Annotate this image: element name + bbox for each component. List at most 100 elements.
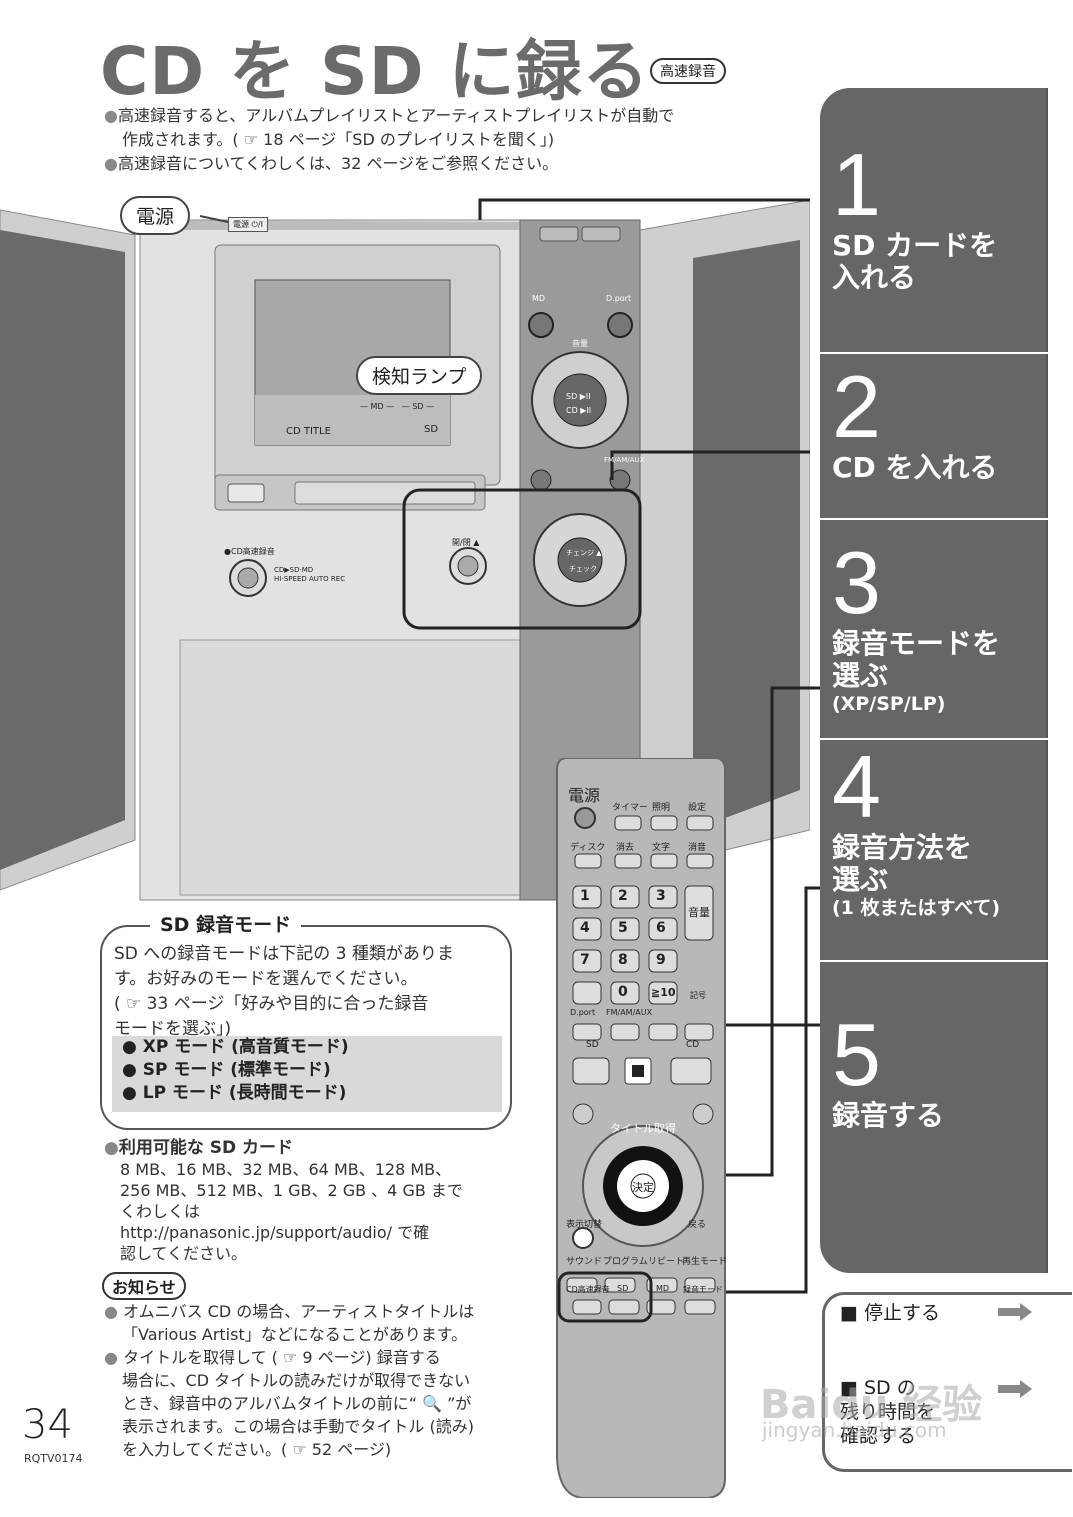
fm-button-label[interactable]: FM/AM/AUX <box>604 456 645 464</box>
note-line: 「Various Artist」などになることがあります。 <box>122 1325 468 1344</box>
display-cd-title: CD TITLE <box>286 426 331 437</box>
remote-sd-label: SD <box>586 1040 599 1050</box>
remote-cd-hs-label: CD高速録音 <box>566 1285 610 1294</box>
steps-side-bar <box>1046 88 1073 1273</box>
mode-text-line: SD への録音モードは下記の 3 種類がありま <box>114 944 454 964</box>
remote-key-1[interactable]: 1 <box>580 888 590 904</box>
md-button-label[interactable]: MD <box>532 294 546 303</box>
cards-line: 認してください。 <box>120 1244 248 1263</box>
remote-timer-label: タイマー <box>612 803 649 813</box>
available-sd-cards: ●利用可能な SD カード 8 MB、16 MB、32 MB、64 MB、128… <box>104 1138 514 1264</box>
sd-rec-mode-title: SD 録音モード <box>150 910 302 937</box>
remote-decide-button[interactable]: 決定 <box>632 1181 654 1194</box>
mode-text-line: す。お好みのモードを選んでください。 <box>114 969 418 989</box>
remote-key-5[interactable]: 5 <box>618 920 628 936</box>
watermark-url: jingyan.baidu.com <box>762 1418 947 1442</box>
remote-disc-label: ディスク <box>570 843 606 853</box>
step-separator <box>820 352 1073 354</box>
notice-badge: お知らせ <box>102 1272 186 1300</box>
high-speed-badge: 高速録音 <box>650 58 726 84</box>
step-5-number: 5 <box>832 1005 881 1104</box>
watermark: Baidu 经验 <box>760 1382 983 1428</box>
page-number: 34 <box>22 1402 73 1448</box>
sd-rec-mode-text: SD への録音モードは下記の 3 種類がありま す。お好みのモードを選んでくださ… <box>114 942 499 1042</box>
remote-key-7[interactable]: 7 <box>580 952 590 968</box>
remote-key-10plus[interactable]: ≧10 <box>651 986 676 999</box>
hs-rec-desc-1: CD▶SD·MD <box>274 566 314 574</box>
remote-key-4[interactable]: 4 <box>580 920 590 936</box>
step-2: 2 CD を入れる <box>820 362 1046 484</box>
sd-play-button[interactable]: SD ▶II <box>566 392 591 401</box>
remote-char-label: 文字 <box>652 843 671 853</box>
remote-display-switch-label: 表示切替 <box>566 1220 603 1230</box>
power-button[interactable]: 電源 ⏻/I <box>228 217 268 232</box>
cd-play-button[interactable]: CD ▶II <box>566 406 592 415</box>
intro-line-1: 高速録音すると、アルバムプレイリストとアーティストプレイリストが自動で <box>117 106 675 125</box>
step-4-number: 4 <box>832 737 881 836</box>
cards-heading: 利用可能な SD カード <box>118 1138 294 1158</box>
support-link: http://panasonic.jp/support/audio/ で確 <box>120 1223 430 1242</box>
remote-power-label: 電源 <box>568 786 601 805</box>
intro-text: ●高速録音すると、アルバムプレイリストとアーティストプレイリストが自動で 作成さ… <box>104 104 804 176</box>
mode-lp: ● LP モード (長時間モード) <box>122 1083 347 1103</box>
cards-line: くわしくは <box>120 1202 201 1221</box>
power-callout: 電源 <box>120 196 191 235</box>
remote-rec-mode-label: 録音モード <box>683 1285 723 1294</box>
step-1-label: SD カードを 入れる <box>832 229 998 294</box>
note-line: オムニバス CD の場合、アーティストタイトルは <box>123 1302 475 1321</box>
step-1-number: 1 <box>832 135 881 234</box>
step-3-number: 3 <box>832 533 881 632</box>
remote-back-label: 戻る <box>688 1220 707 1230</box>
remote-fm-label: FM/AM/AUX <box>606 1008 653 1017</box>
check-button[interactable]: チェック <box>569 565 597 573</box>
remote-key-8[interactable]: 8 <box>618 952 628 968</box>
dport-button-label[interactable]: D.port <box>606 294 632 303</box>
remote-key-0[interactable]: 0 <box>618 984 628 1000</box>
remote-title-get-label: タイトル取得 <box>610 1122 676 1135</box>
mode-sp: ● SP モード (標準モード) <box>122 1060 331 1080</box>
volume-label: 音量 <box>572 339 588 348</box>
step-separator <box>820 960 1073 962</box>
mode-text-line: ( ☞ 33 ページ「好みや目的に合った録音 <box>114 994 429 1014</box>
step-5: 5 録音する <box>820 1010 1046 1132</box>
remote-key-9[interactable]: 9 <box>656 952 666 968</box>
remote-key-2[interactable]: 2 <box>618 888 628 904</box>
sd-rec-mode-box <box>100 925 512 1130</box>
display-sd: SD <box>424 424 439 435</box>
remote-setting-label: 設定 <box>688 803 707 813</box>
arrow-right-icon <box>998 1303 1032 1321</box>
step-separator <box>820 518 1073 520</box>
remote-key-3[interactable]: 3 <box>656 888 666 904</box>
remote-sound-label: サウンド <box>566 1257 603 1267</box>
remote-play-mode-label: 再生モード <box>682 1257 728 1267</box>
stop-item: ■ 停止する <box>840 1302 940 1324</box>
note-line: 場合に、CD タイトルの読みだけが取得できない <box>122 1371 471 1390</box>
step-3: 3 録音モードを 選ぶ (XP/SP/LP) <box>820 538 1046 716</box>
remote-volume-label: 音量 <box>688 906 710 919</box>
remote-mem-label: 記号 <box>690 991 706 1000</box>
note-line: タイトルを取得して ( ☞ 9 ページ) 録音する <box>123 1348 441 1367</box>
document-code: RQTV0174 <box>24 1452 83 1465</box>
step-2-number: 2 <box>832 357 881 456</box>
note-line: 表示されます。この場合は手動でタイトル (読み) <box>122 1417 474 1436</box>
remote-cd-label: CD <box>686 1040 700 1050</box>
step-3-label: 録音モードを 選ぶ <box>832 627 1001 692</box>
page-title: CD を SD に録る <box>100 33 650 110</box>
hs-rec-title: ●CD高速録音 <box>224 547 275 556</box>
step-3-sub: (XP/SP/LP) <box>832 693 946 715</box>
step-4-label: 録音方法を 選ぶ <box>832 831 973 896</box>
remote-key-6[interactable]: 6 <box>656 920 666 936</box>
remote-dport-label: D.port <box>570 1008 596 1017</box>
step-1: 1 SD カードを 入れる <box>820 140 1046 294</box>
note-line: とき、録音中のアルバムタイトルの前に“ 🔍 ”が <box>122 1394 472 1413</box>
lamp-callout: 検知ランプ <box>356 356 483 395</box>
notes: ● オムニバス CD の場合、アーティストタイトルは 「Various Arti… <box>104 1300 514 1461</box>
step-separator <box>820 738 1073 740</box>
remote-light-label: 照明 <box>652 803 671 813</box>
stereo-illustration <box>0 198 810 901</box>
intro-line-2: 高速録音についてくわしくは、32 ページをご参照ください。 <box>117 154 559 173</box>
step-2-label: CD を入れる <box>832 451 998 484</box>
mode-xp: ● XP モード (高音質モード) <box>122 1037 349 1057</box>
change-button[interactable]: チェンジ ▲ <box>566 549 602 557</box>
open-close-label[interactable]: 開/閉 ▲ <box>452 538 480 547</box>
